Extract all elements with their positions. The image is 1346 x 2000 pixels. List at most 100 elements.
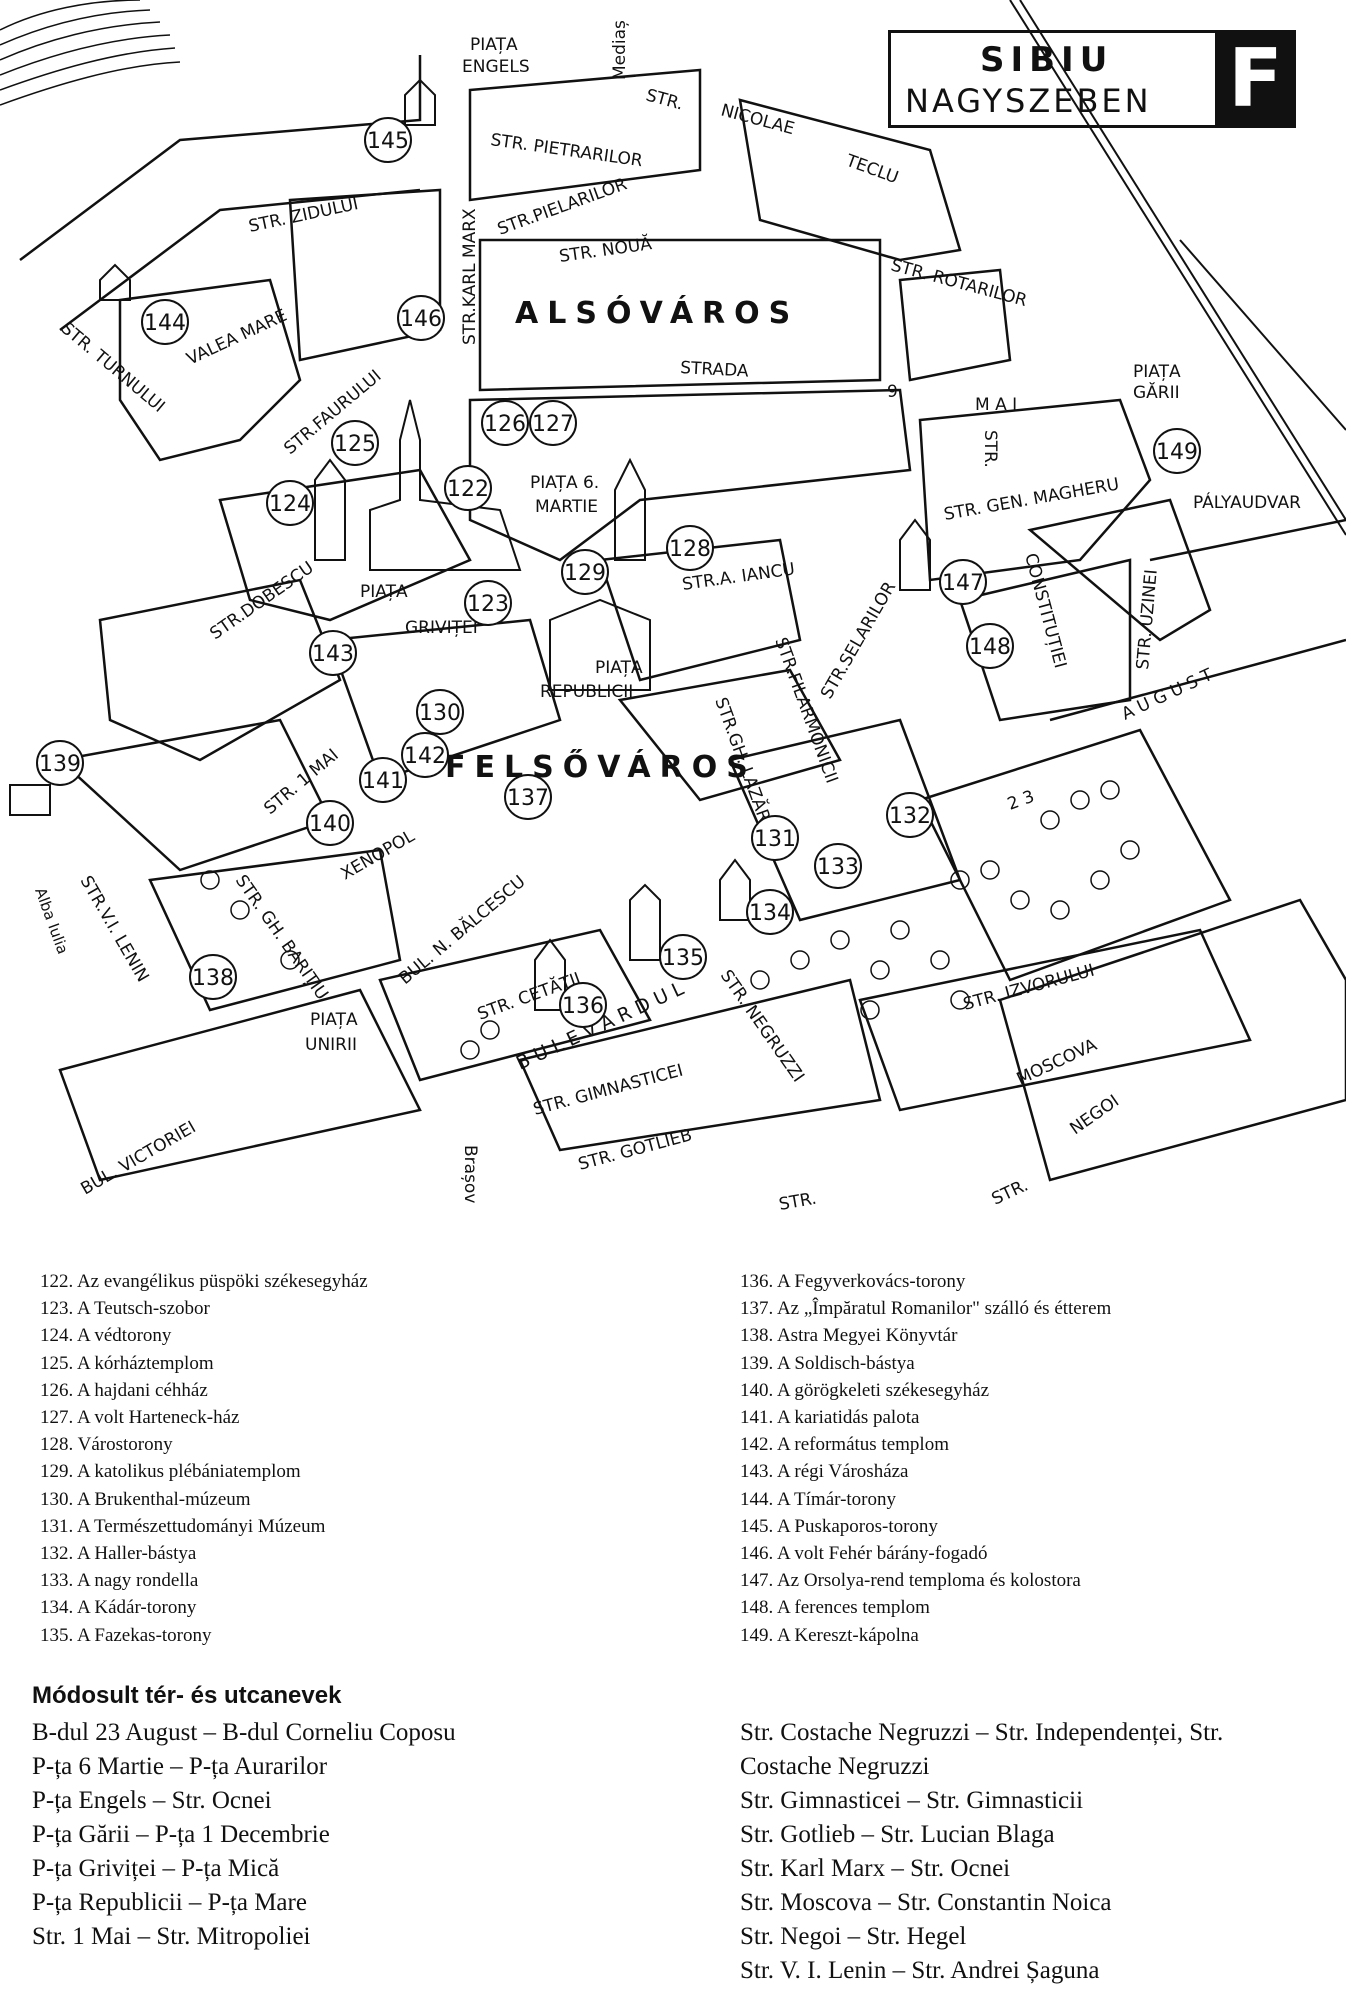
label-bul-n-balcescu: BUL. N. BĂLCESCU xyxy=(394,870,529,989)
marker-label-144: 144 xyxy=(144,311,186,336)
renamed-item: Costache Negruzzi xyxy=(740,1753,930,1780)
marker-circle-123 xyxy=(464,580,512,626)
tower-145-drawing xyxy=(404,78,436,126)
legend-item: 137. Az „Împăratul Romanilor" szálló és … xyxy=(740,1298,1112,1320)
label-str-gimnasticei: STR. GIMNASTICEI xyxy=(531,1061,685,1120)
marker-label-128: 128 xyxy=(669,537,711,562)
label-str-pietrarilor: STR. PIETRARILOR xyxy=(489,130,644,171)
label-negoi: NEGOI xyxy=(1066,1091,1123,1139)
label-str-vi-lenin: STR.V.I. LENIN xyxy=(76,873,153,986)
renamed-item: Str. Costache Negruzzi – Str. Independen… xyxy=(740,1719,1224,1746)
legend-item: 129. A katolikus plébániatemplom xyxy=(40,1461,301,1483)
label-bul-victoriei: BUL. VICTORIEI xyxy=(78,1117,200,1199)
label-str-rotarilor: STR. ROTARILOR xyxy=(889,256,1030,312)
label-piata-garii-2: GĂRII xyxy=(1133,381,1180,403)
marker-label-139: 139 xyxy=(39,752,81,777)
legend-item: 125. A kórháztemplom xyxy=(40,1352,214,1374)
marker-circle-145 xyxy=(364,117,412,163)
legend-item: 142. A református templom xyxy=(740,1434,949,1456)
marker-label-133: 133 xyxy=(817,855,859,880)
legend-item: 132. A Haller-bástya xyxy=(40,1543,197,1565)
label-piata-unirii-1: PIAȚA xyxy=(310,1010,358,1030)
legend-item: 123. A Teutsch-szobor xyxy=(40,1298,210,1320)
legend-item: 145. A Puskaporos-torony xyxy=(740,1515,938,1537)
legend-item: 136. A Fegyverkovács-torony xyxy=(740,1271,966,1292)
cathedral-drawing xyxy=(369,399,522,571)
legend-item: 143. A régi Városháza xyxy=(740,1461,909,1483)
marker-label-135: 135 xyxy=(662,946,704,971)
label-piata-garii-1: PIAȚA xyxy=(1133,362,1181,382)
legend-item: 127. A volt Harteneck-ház xyxy=(40,1407,240,1429)
marker-label-142: 142 xyxy=(404,744,446,769)
label-str-bottom-2: STR. xyxy=(989,1175,1032,1209)
renamed-item: P-ța Gării – P-ța 1 Decembrie xyxy=(32,1821,330,1848)
marker-circle-126 xyxy=(481,400,529,446)
marker-circle-149 xyxy=(1153,428,1201,474)
marker-circle-127 xyxy=(529,400,577,446)
marker-label-148: 148 xyxy=(969,635,1011,660)
marker-label-134: 134 xyxy=(749,901,791,926)
label-piata-republicii-2: REPUBLICII xyxy=(540,682,633,702)
label-str-uzinei: STR. UZINEI xyxy=(1133,569,1162,671)
renamed-item: Str. V. I. Lenin – Str. Andrei Șaguna xyxy=(740,1957,1100,1984)
marker-label-129: 129 xyxy=(564,561,606,586)
marker-circle-138 xyxy=(189,954,237,1000)
legend-item: 126. A hajdani céhház xyxy=(40,1379,208,1401)
legend-item: 144. A Tímár-torony xyxy=(740,1488,897,1510)
legend-item: 134. A Kádár-torony xyxy=(40,1597,197,1619)
marker-circle-143 xyxy=(309,630,357,676)
marker-circle-136 xyxy=(559,982,607,1028)
label-str-vert: STR. xyxy=(980,430,1000,468)
label-nicolae: NICOLAE xyxy=(719,101,797,140)
renamed-right-column: Str. Costache Negruzzi – Str. Independen… xyxy=(740,1716,1223,1988)
marker-label-140: 140 xyxy=(309,812,351,837)
park-trees xyxy=(200,780,1140,1060)
label-moscova: MOSCOVA xyxy=(1014,1035,1101,1090)
label-piata-6-martie-1: PIAȚA 6. xyxy=(530,473,599,493)
legend-item: 141. A kariatidás palota xyxy=(740,1407,920,1429)
label-str-dobrescu: STR.DOBESCU xyxy=(206,558,317,644)
marker-label-143: 143 xyxy=(312,642,354,667)
legend-item: 130. A Brukenthal-múzeum xyxy=(40,1488,251,1510)
label-brasov: Brașov xyxy=(460,1145,480,1203)
legend-item: 148. A ferences templom xyxy=(740,1597,930,1619)
label-palyaudvar: PÁLYAUDVAR xyxy=(1193,491,1301,513)
legend-item: 135. A Fazekas-torony xyxy=(40,1624,212,1646)
label-august: A U G U S T xyxy=(1119,665,1217,725)
label-piata-engels-2: ENGELS xyxy=(462,57,530,77)
marker-label-124: 124 xyxy=(269,492,311,517)
renamed-item: Str. 1 Mai – Str. Mitropoliei xyxy=(32,1923,311,1950)
marker-label-146: 146 xyxy=(400,307,442,332)
marker-circle-133 xyxy=(814,843,862,889)
marker-circle-140 xyxy=(306,800,354,846)
legend-right-column: 136. A Fegyverkovács-torony 137. Az „Împă… xyxy=(740,1268,1111,1649)
church-147-drawing xyxy=(899,518,931,591)
bastion-139-drawing xyxy=(9,784,51,816)
tower-124-drawing xyxy=(314,458,346,561)
map-sheet-letter: F xyxy=(1215,30,1296,128)
marker-circle-139 xyxy=(36,740,84,786)
renamed-item: Str. Gimnasticei – Str. Gimnasticii xyxy=(740,1787,1084,1814)
label-constitutiei: CONSTITUȚIEI xyxy=(1020,551,1070,670)
marker-circle-148 xyxy=(966,623,1014,669)
renamed-item: P-ța Engels – Str. Ocnei xyxy=(32,1787,272,1814)
marker-label-126: 126 xyxy=(484,412,526,437)
legend-item: 140. A görögkeleti székesegyház xyxy=(740,1379,990,1401)
marker-label-138: 138 xyxy=(192,966,234,991)
catholic-church-drawing xyxy=(549,598,651,691)
label-str-gh-baritiu: STR. GH. BARIȚIU xyxy=(231,871,332,1003)
renamed-item: P-ța Griviței – P-ța Mică xyxy=(32,1855,280,1882)
marker-label-125: 125 xyxy=(334,432,376,457)
label-piata-unirii-2: UNIRII xyxy=(305,1035,357,1055)
renamed-section-title: Módosult tér- és utcanevek xyxy=(32,1682,342,1709)
renamed-item: Str. Karl Marx – Str. Ocnei xyxy=(740,1855,1011,1882)
renamed-item: B-dul 23 August – B-dul Corneliu Coposu xyxy=(32,1719,456,1746)
marker-label-149: 149 xyxy=(1156,440,1198,465)
tower-135-drawing xyxy=(629,883,661,961)
label-alba-iulia: Alba Iulia xyxy=(31,885,72,956)
label-strada: STRADA xyxy=(680,358,750,382)
legend-item: 147. Az Orsolya-rend temploma és kolosto… xyxy=(740,1570,1081,1592)
label-piata-republicii-1: PIAȚA xyxy=(595,658,643,678)
marker-label-132: 132 xyxy=(889,804,931,829)
